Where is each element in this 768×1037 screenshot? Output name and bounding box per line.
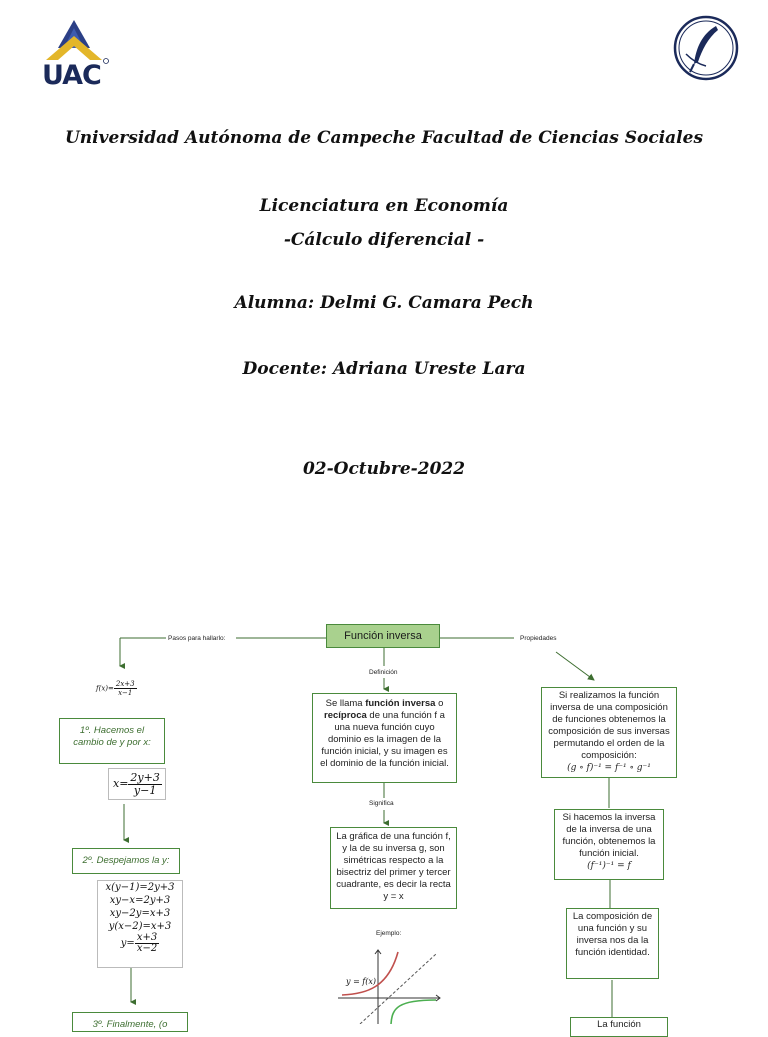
definition-box: Se llama función inversa o recíproca de … bbox=[312, 693, 457, 783]
property1-formula: (g ∘ f)⁻¹ = f⁻¹ ∘ g⁻¹ bbox=[567, 763, 651, 773]
inverse-curve bbox=[390, 999, 437, 1024]
property3-box: La composición de una función y su inver… bbox=[566, 908, 659, 979]
significa-box: La gráfica de una función f, y la de su … bbox=[330, 827, 457, 909]
step2-line1: x(y−1)=2y+3 bbox=[105, 882, 175, 893]
step2-result-den: x−2 bbox=[136, 943, 158, 954]
property4-text: La función bbox=[597, 1019, 641, 1030]
step1-num: 2y+3 bbox=[128, 770, 162, 785]
definition-text-mid: o bbox=[435, 698, 444, 709]
property2-formula: (f⁻¹)⁻¹ = f bbox=[587, 861, 631, 871]
document-date: 02-Octubre-2022 bbox=[302, 459, 466, 479]
step2-line3: xy−2y=x+3 bbox=[109, 908, 171, 919]
central-concept-label: Función inversa bbox=[344, 630, 422, 642]
step3-text: 3º. Finalmente, (o bbox=[92, 1019, 168, 1030]
property4-box: La función bbox=[570, 1017, 668, 1037]
property1-text: Si realizamos la función inversa de una … bbox=[548, 690, 670, 761]
faculty-logo bbox=[672, 14, 742, 84]
course-title: -Cálculo diferencial - bbox=[283, 230, 485, 250]
function-formula-den: x−1 bbox=[118, 689, 133, 697]
definition-bold-reciprocal: recíproca bbox=[324, 710, 367, 721]
definition-text-post: de una función f a una nueva función cuy… bbox=[320, 710, 449, 769]
ejemplo-label: Ejemplo: bbox=[376, 930, 402, 937]
uac-logo: UAC bbox=[40, 18, 122, 94]
property1-box: Si realizamos la función inversa de una … bbox=[541, 687, 677, 778]
graph-axes bbox=[338, 949, 441, 1024]
branch-left-label: Pasos para hallarlo: bbox=[168, 635, 226, 642]
central-concept-box: Función inversa bbox=[326, 624, 440, 648]
significa-label: Significa bbox=[369, 800, 394, 807]
branch-right-label: Propiedades bbox=[520, 635, 557, 642]
student-name: Alumna: Delmi G. Camara Pech bbox=[234, 293, 534, 313]
step2-box: 2º. Despejamos la y: bbox=[72, 848, 180, 874]
function-formula-lhs: f(x)= bbox=[96, 684, 114, 693]
step2-result-num: x+3 bbox=[134, 932, 160, 944]
function-formula-num: 2x+3 bbox=[113, 680, 137, 689]
definition-label: Definición bbox=[369, 669, 398, 676]
property2-text: Si hacemos la inversa de la inversa de u… bbox=[562, 812, 656, 859]
step2-equations: x(y−1)=2y+3 xy−x=2y+3 xy−2y=x+3 y(x−2)=x… bbox=[97, 880, 183, 968]
step2-result-lhs: y= bbox=[120, 938, 135, 949]
definition-bold-inverse: función inversa bbox=[365, 698, 436, 709]
identity-line bbox=[359, 953, 437, 1024]
graph-label: y = f(x) bbox=[345, 977, 376, 986]
step1-text: 1º. Hacemos el cambio de y por x: bbox=[73, 725, 151, 748]
uac-emblem-icon bbox=[46, 20, 109, 64]
step1-lhs: x= bbox=[113, 777, 129, 790]
step1-den: y−1 bbox=[133, 783, 157, 797]
teacher-name: Docente: Adriana Ureste Lara bbox=[242, 359, 526, 379]
quill-seal-icon bbox=[673, 15, 739, 81]
definition-text-pre: Se llama bbox=[325, 698, 366, 709]
university-title: Universidad Autónoma de Campeche Faculta… bbox=[64, 128, 704, 148]
step3-box: 3º. Finalmente, (o bbox=[72, 1012, 188, 1032]
property3-text: La composición de una función y su inver… bbox=[572, 911, 653, 958]
step2-line2: xy−x=2y+3 bbox=[109, 895, 171, 906]
inverse-function-graph: y = f(x) bbox=[338, 949, 441, 1024]
significa-text: La gráfica de una función f, y la de su … bbox=[336, 831, 451, 902]
function-curve bbox=[341, 951, 399, 996]
uac-logo-text: UAC bbox=[42, 60, 102, 91]
step2-text: 2º. Despejamos la y: bbox=[82, 855, 170, 866]
degree-title: Licenciatura en Economía bbox=[259, 196, 509, 216]
step2-line4: y(x−2)=x+3 bbox=[108, 921, 172, 932]
step1-box: 1º. Hacemos el cambio de y por x: bbox=[59, 718, 165, 764]
property2-box: Si hacemos la inversa de la inversa de u… bbox=[554, 809, 664, 880]
